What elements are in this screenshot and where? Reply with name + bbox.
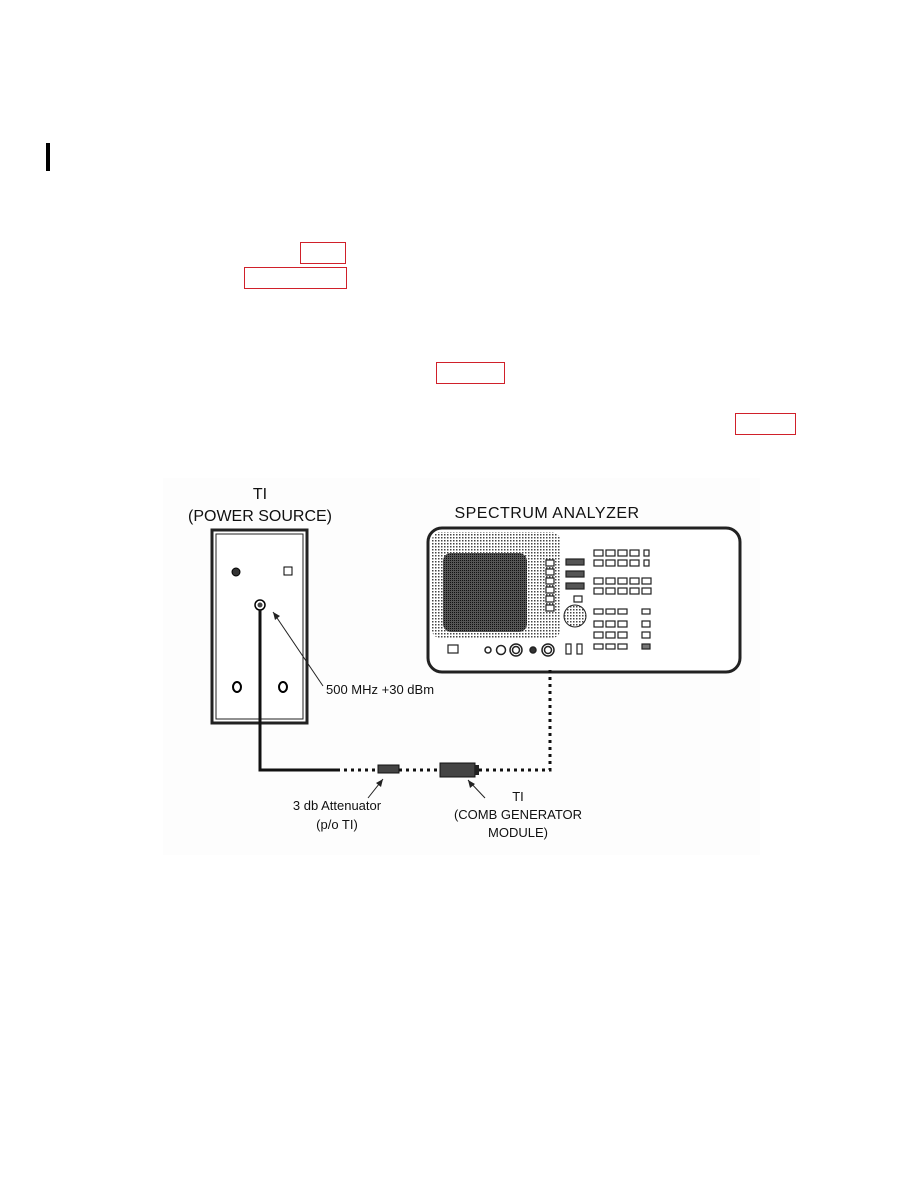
- attenuator: [377, 764, 400, 774]
- cable: [479, 667, 552, 772]
- spectrum-analyzer: [426, 526, 742, 674]
- comb-generator-module: [439, 762, 476, 778]
- connector-icon: [232, 681, 242, 693]
- cross-reference-link[interactable]: [735, 413, 796, 435]
- change-bar: [46, 143, 50, 171]
- comb-generator-subtitle-2: MODULE): [488, 825, 548, 840]
- cable: [258, 610, 337, 772]
- attenuator-sublabel: (p/o TI): [316, 817, 358, 832]
- cross-reference-link[interactable]: [300, 242, 346, 264]
- tuning-knob-icon: [563, 604, 587, 628]
- indicator-icon: [283, 566, 293, 576]
- output-label: 500 MHz +30 dBm: [326, 682, 434, 697]
- arrow-icon: [272, 611, 324, 687]
- spectrum-analyzer-title: SPECTRUM ANALYZER: [454, 505, 639, 522]
- power-source-title: TI: [253, 486, 267, 503]
- knob-icon: [231, 567, 241, 577]
- display-screen: [443, 553, 527, 632]
- comb-generator-subtitle: (COMB GENERATOR: [454, 807, 582, 822]
- connector-icon: [278, 681, 288, 693]
- cross-reference-link[interactable]: [436, 362, 505, 384]
- cross-reference-link[interactable]: [244, 267, 347, 289]
- comb-generator-title: TI: [512, 789, 524, 804]
- power-source-subtitle: (POWER SOURCE): [188, 508, 332, 525]
- attenuator-label: 3 db Attenuator: [293, 798, 382, 813]
